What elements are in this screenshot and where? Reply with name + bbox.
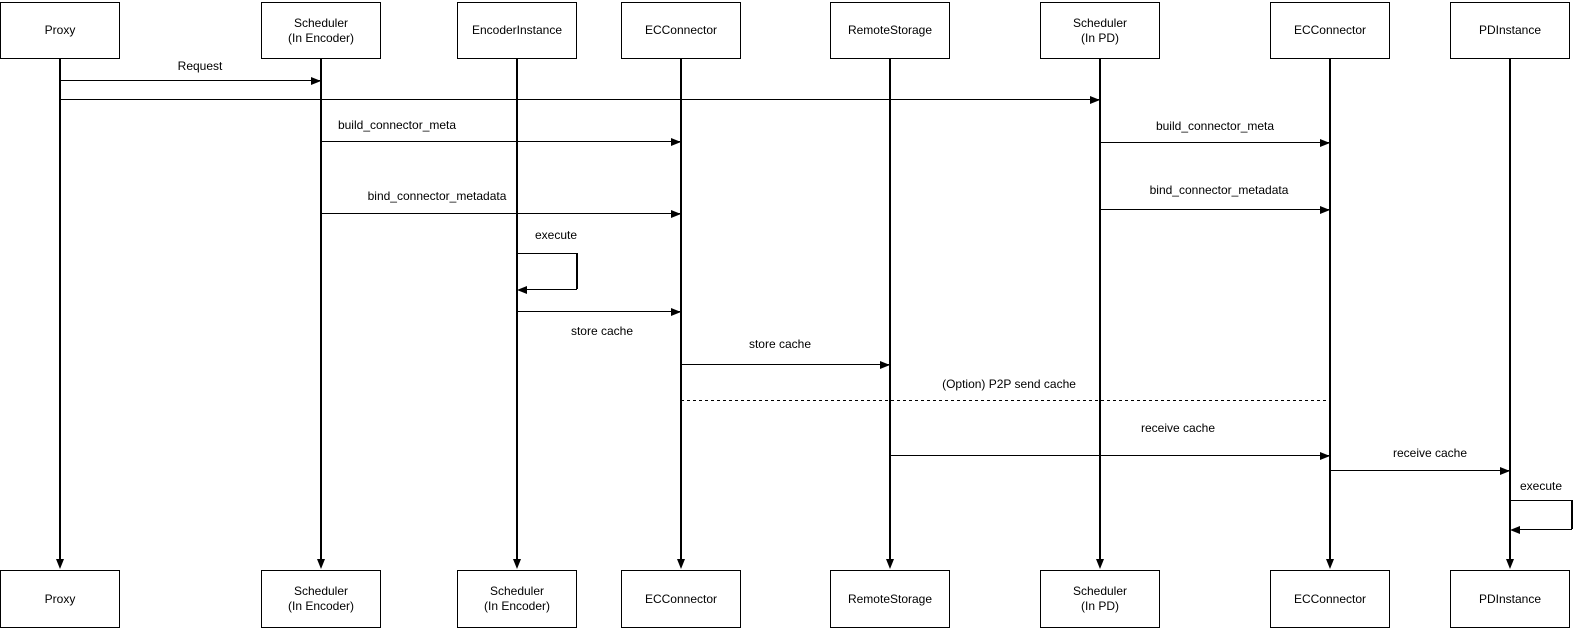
actor-top-box-proxy: Proxy [0,2,120,59]
self-loop-bottom-line [1520,529,1572,531]
actor-top-box-encoder-instance: EncoderInstance [457,2,577,59]
message-label: store cache [568,324,636,338]
self-loop-arrowhead-icon [517,285,527,294]
lifeline-end-arrowhead-icon [1325,559,1334,569]
actor-bottom-box-scheduler-encoder: Scheduler (In Encoder) [261,570,381,628]
message-arrowhead-icon [1320,451,1330,460]
actor-bottom-box-proxy: Proxy [0,570,120,628]
self-loop-top-line [1510,500,1572,502]
actor-bottom-box-pd-instance: PDInstance [1450,570,1570,628]
message-label: Request [175,59,225,73]
lifeline-end-arrowhead-icon [885,559,894,569]
actor-top-box-ec-connector-1: ECConnector [621,2,741,59]
lifeline-scheduler-pd [1099,59,1101,559]
self-loop-top-line [517,253,577,255]
self-loop-label: execute [532,228,580,242]
actor-top-box-scheduler-pd: Scheduler (In PD) [1040,2,1160,59]
lifeline-end-arrowhead-icon [1095,559,1104,569]
message-label: receive cache [1390,446,1470,460]
message-arrowhead-icon [1090,95,1100,104]
message-line [321,213,681,215]
message-line [60,80,321,82]
self-loop-right-line [1571,500,1573,529]
message-label: bind_connector_metadata [365,189,509,203]
message-line [890,455,1330,457]
self-loop-right-line [576,253,578,289]
message-label: store cache [746,337,814,351]
message-arrowhead-icon [1500,466,1510,475]
self-loop-label: execute [1517,479,1565,493]
message-line [1330,470,1510,472]
lifeline-remote-storage [889,59,891,559]
message-arrowhead-icon [671,307,681,316]
lifeline-encoder-instance [516,59,518,559]
actor-bottom-box-ec-connector-1: ECConnector [621,570,741,628]
actor-top-box-pd-instance: PDInstance [1450,2,1570,59]
message-label: (Option) P2P send cache [940,377,1078,391]
message-line [60,99,1100,101]
message-line [1100,142,1330,144]
message-line [681,400,1330,402]
actor-bottom-box-encoder-instance: Scheduler (In Encoder) [457,570,577,628]
lifeline-proxy [59,59,61,559]
lifeline-ec-connector-2 [1329,59,1331,559]
actor-top-box-remote-storage: RemoteStorage [830,2,950,59]
lifeline-end-arrowhead-icon [55,559,64,569]
message-label: receive cache [1138,421,1218,435]
actor-bottom-box-remote-storage: RemoteStorage [830,570,950,628]
lifeline-end-arrowhead-icon [512,559,521,569]
message-line [681,364,890,366]
message-arrowhead-icon [671,209,681,218]
lifeline-scheduler-encoder [320,59,322,559]
actor-bottom-box-ec-connector-2: ECConnector [1270,570,1390,628]
message-line [1100,209,1330,211]
message-line [517,311,681,313]
lifeline-end-arrowhead-icon [676,559,685,569]
message-arrowhead-icon [671,137,681,146]
message-label: bind_connector_metadata [1147,183,1291,197]
actor-top-box-scheduler-encoder: Scheduler (In Encoder) [261,2,381,59]
actor-top-box-ec-connector-2: ECConnector [1270,2,1390,59]
message-arrowhead-icon [311,76,321,85]
message-arrowhead-icon [1320,138,1330,147]
lifeline-pd-instance [1509,59,1511,559]
message-label: build_connector_meta [1153,119,1277,133]
actor-bottom-box-scheduler-pd: Scheduler (In PD) [1040,570,1160,628]
message-label: build_connector_meta [335,118,459,132]
message-arrowhead-icon [880,360,890,369]
self-loop-arrowhead-icon [1510,525,1520,534]
message-line [321,141,681,143]
self-loop-bottom-line [527,289,577,291]
lifeline-end-arrowhead-icon [316,559,325,569]
message-arrowhead-icon [1320,205,1330,214]
lifeline-end-arrowhead-icon [1505,559,1514,569]
